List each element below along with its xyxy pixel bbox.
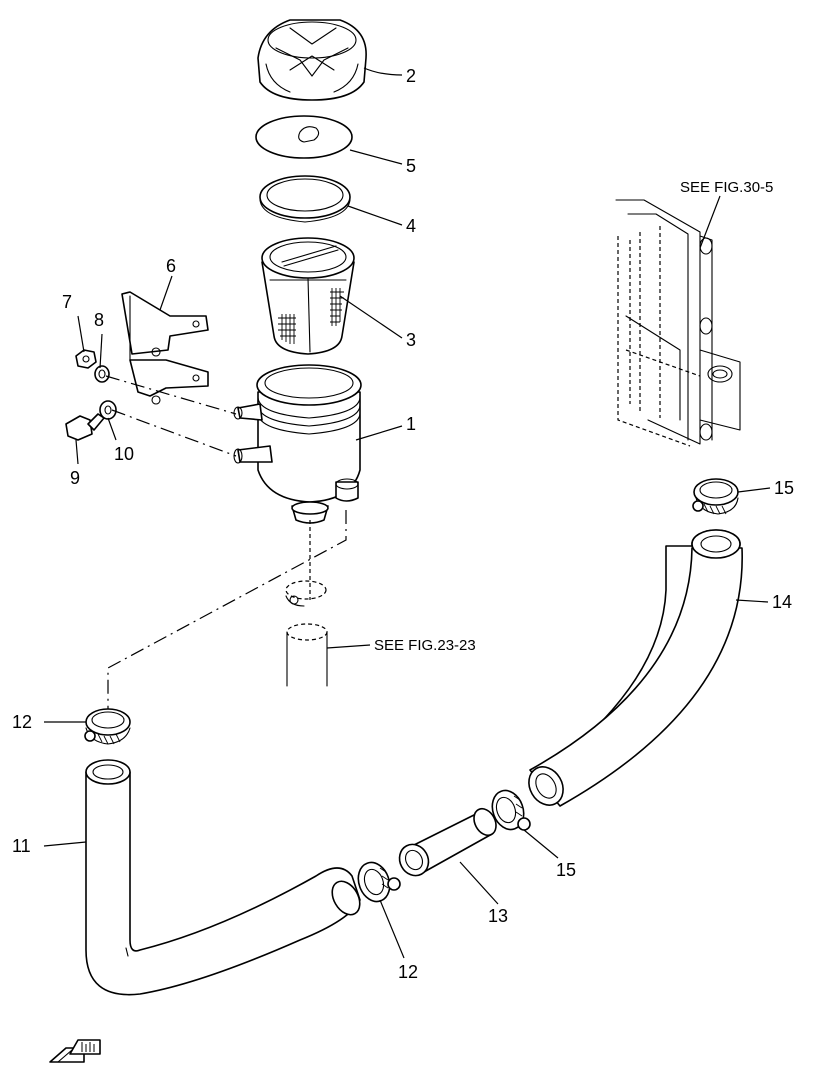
callout-6: 6 — [166, 256, 176, 276]
part-15-clamp-lower — [491, 789, 531, 831]
assembly-line-hose — [107, 510, 347, 722]
reference-fig-23-23: SEE FIG.23-23 — [374, 637, 476, 654]
callout-12-lower: 12 — [398, 962, 418, 982]
part-4-ring — [259, 175, 351, 223]
part-2-cap — [257, 19, 367, 101]
manual-icon — [49, 1039, 101, 1063]
part-12-clamp-lower — [357, 861, 401, 903]
callout-9: 9 — [70, 468, 80, 488]
assembly-line-bolt — [111, 409, 237, 457]
reference-fig-30-5: SEE FIG.30-5 — [680, 179, 773, 196]
callout-14: 14 — [772, 592, 792, 612]
part-6-bracket — [121, 291, 209, 405]
part-12-clamp-upper — [84, 708, 131, 745]
callout-12-upper: 12 — [12, 712, 32, 732]
part-9-bolt — [65, 413, 105, 441]
part-5-disc — [255, 115, 353, 159]
callout-8: 8 — [94, 310, 104, 330]
callout-5: 5 — [406, 156, 416, 176]
part-3-strainer — [261, 237, 355, 355]
callout-10: 10 — [114, 444, 134, 464]
callout-7: 7 — [62, 292, 72, 312]
reference-clamp — [285, 580, 327, 607]
callout-2: 2 — [406, 66, 416, 86]
part-13-pipe — [398, 807, 497, 877]
part-7-nut — [75, 349, 97, 369]
part-14-hose — [528, 529, 743, 807]
callout-11: 11 — [12, 836, 31, 856]
callout-labels: 2 5 4 3 1 6 7 8 9 10 15 14 15 13 12 11 1… — [12, 66, 794, 982]
part-1-filter-body — [233, 364, 362, 524]
callout-4: 4 — [406, 216, 416, 236]
assembly-line-bracket — [105, 375, 237, 415]
leader-lines — [43, 67, 771, 959]
reference-pipe — [286, 623, 328, 687]
callout-13: 13 — [488, 906, 508, 926]
part-15-clamp-upper — [692, 478, 739, 515]
callout-15-lower: 15 — [556, 860, 576, 880]
part-8-washer — [94, 365, 110, 383]
part-11-hose — [85, 759, 361, 996]
reference-engine-block — [615, 199, 741, 447]
callout-1: 1 — [406, 414, 416, 434]
callout-15-upper: 15 — [774, 478, 794, 498]
callout-3: 3 — [406, 330, 416, 350]
